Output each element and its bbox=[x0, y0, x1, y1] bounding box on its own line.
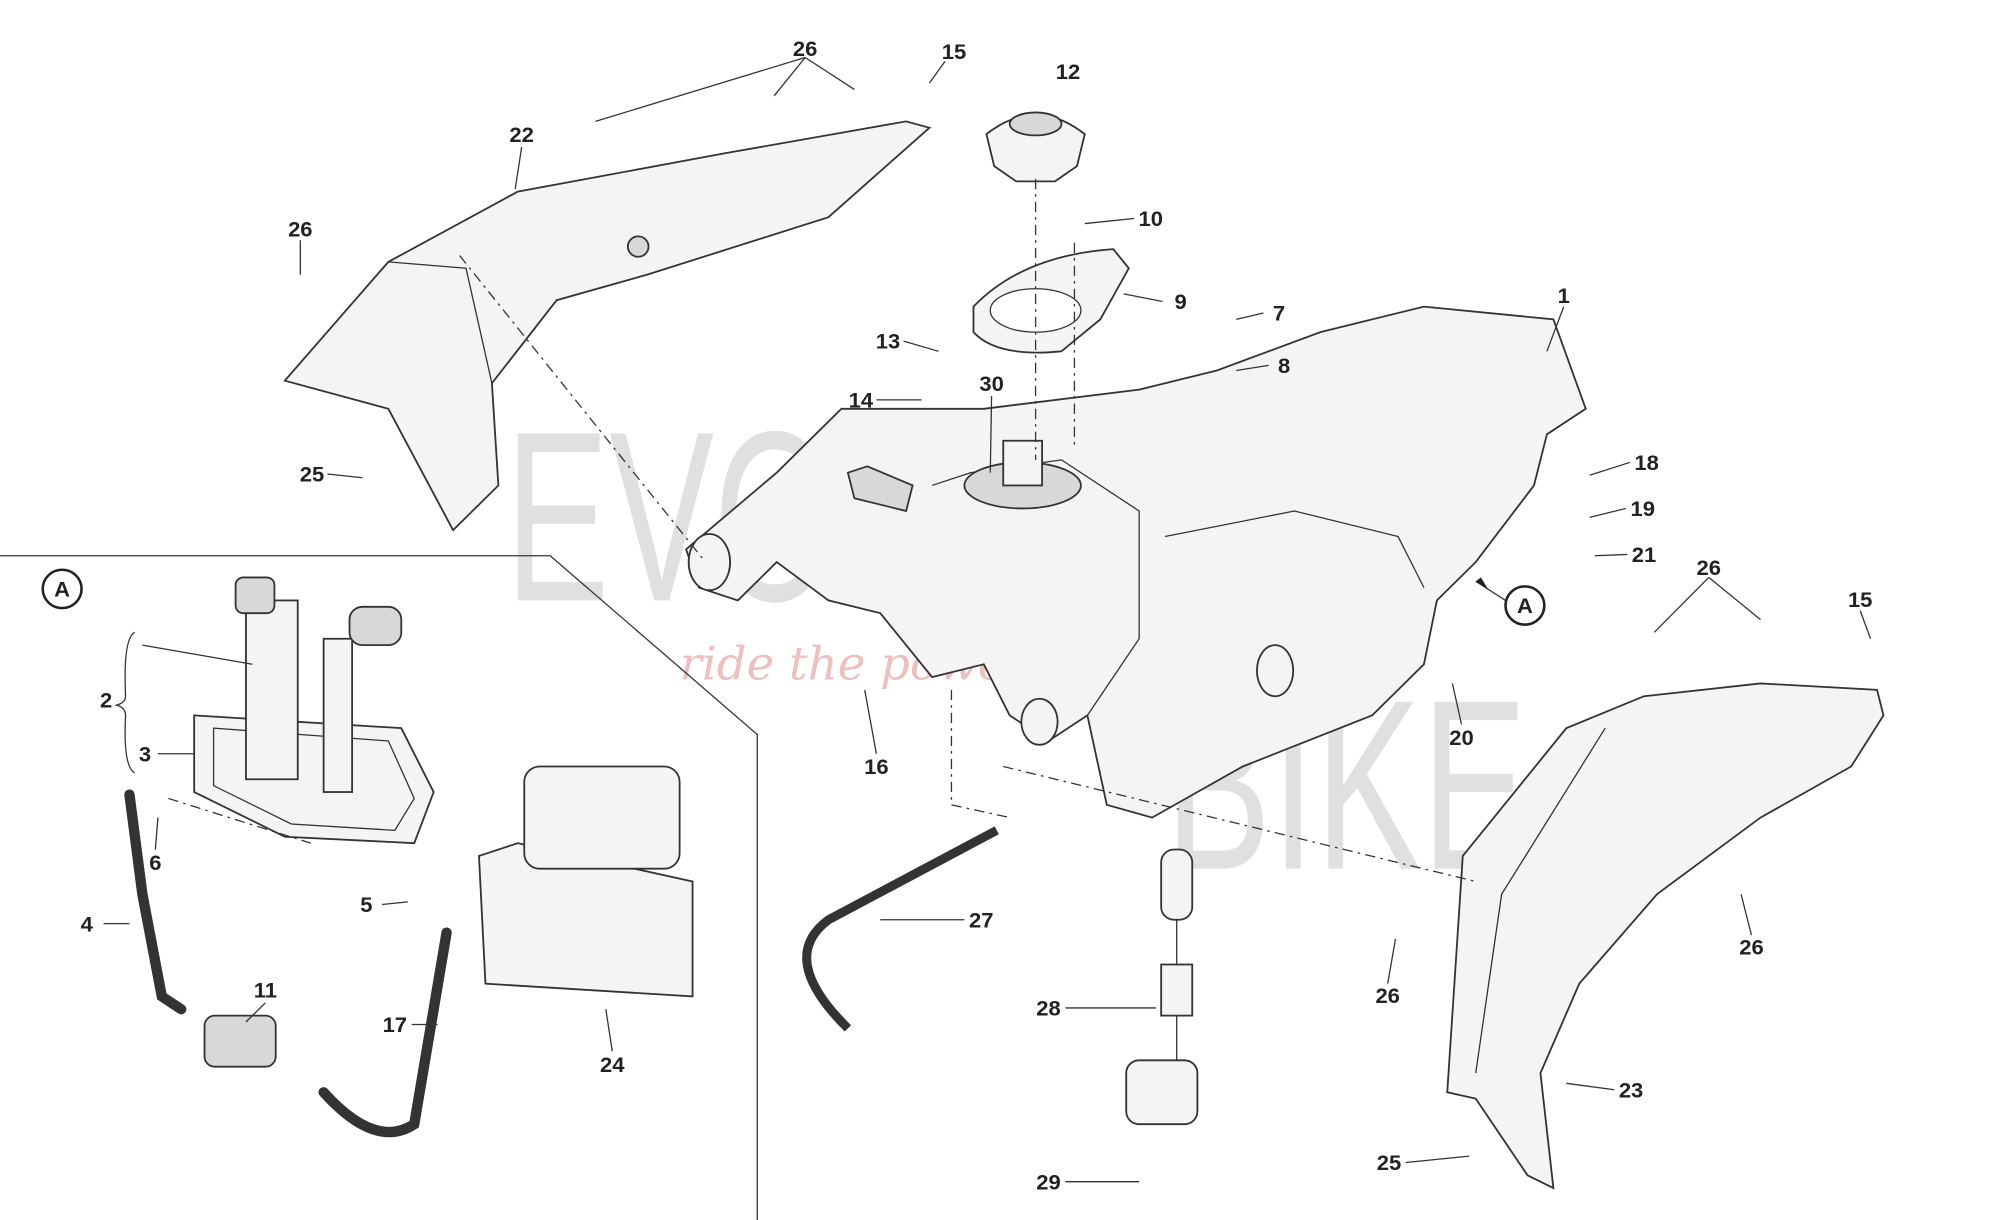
canister-bracket bbox=[478, 765, 694, 998]
callout-24: 24 bbox=[600, 1052, 625, 1077]
callout-13: 13 bbox=[876, 329, 900, 354]
callout-26: 26 bbox=[288, 216, 312, 241]
view-a-marker bbox=[1504, 585, 1546, 626]
callout-2: 2 bbox=[100, 688, 112, 713]
callout-28: 28 bbox=[1036, 996, 1060, 1021]
filler-ring bbox=[972, 248, 1130, 354]
leader-lines bbox=[103, 56, 1872, 1183]
callout-16: 16 bbox=[864, 754, 888, 779]
view-a-label: A bbox=[1517, 593, 1533, 618]
callout-4: 4 bbox=[81, 911, 94, 936]
fuel-tank bbox=[685, 305, 1587, 819]
section-a-marker bbox=[41, 568, 83, 610]
callout-23: 23 bbox=[1619, 1077, 1643, 1102]
section-a-label: A bbox=[54, 577, 70, 602]
callout-5: 5 bbox=[360, 892, 372, 917]
callout-19: 19 bbox=[1630, 496, 1654, 521]
callout-26: 26 bbox=[1696, 555, 1720, 580]
callout-1: 1 bbox=[1558, 283, 1570, 308]
vent-hose bbox=[802, 826, 999, 1032]
lower-side-cover bbox=[1446, 682, 1885, 1190]
callout-6: 6 bbox=[149, 850, 161, 875]
inset-border bbox=[0, 555, 758, 1220]
callout-7: 7 bbox=[1273, 301, 1285, 326]
callout-17: 17 bbox=[383, 1012, 407, 1037]
fuel-pump bbox=[193, 576, 435, 845]
callout-15: 15 bbox=[942, 39, 966, 64]
callout-25: 25 bbox=[300, 462, 324, 487]
callout-26: 26 bbox=[793, 36, 817, 61]
callout-3: 3 bbox=[139, 742, 151, 767]
fuel-hose-17 bbox=[318, 927, 452, 1138]
callout-18: 18 bbox=[1634, 450, 1658, 475]
callouts: 26 15 12 22 26 10 9 7 1 13 8 14 30 25 18… bbox=[54, 36, 1872, 1194]
callout-29: 29 bbox=[1036, 1169, 1060, 1194]
view-arrow-icon bbox=[1475, 577, 1489, 591]
callout-30: 30 bbox=[979, 371, 1003, 396]
callout-14: 14 bbox=[849, 388, 874, 413]
callout-20: 20 bbox=[1449, 725, 1473, 750]
upper-side-cover bbox=[283, 120, 932, 532]
callout-26: 26 bbox=[1739, 934, 1763, 959]
callout-15: 15 bbox=[1848, 587, 1872, 612]
callout-12: 12 bbox=[1056, 59, 1080, 84]
callout-25: 25 bbox=[1377, 1150, 1401, 1175]
fuel-cap bbox=[985, 111, 1086, 183]
callout-26: 26 bbox=[1375, 983, 1399, 1008]
callout-11: 11 bbox=[254, 978, 277, 1003]
fuel-hose-4 bbox=[124, 789, 187, 1015]
fuel-filter bbox=[203, 1014, 277, 1068]
callout-22: 22 bbox=[509, 122, 533, 147]
callout-8: 8 bbox=[1278, 353, 1290, 378]
callout-27: 27 bbox=[969, 908, 993, 933]
callout-9: 9 bbox=[1174, 289, 1186, 314]
callout-21: 21 bbox=[1632, 542, 1656, 567]
callout-10: 10 bbox=[1139, 206, 1163, 231]
level-sensor bbox=[1125, 848, 1199, 1126]
